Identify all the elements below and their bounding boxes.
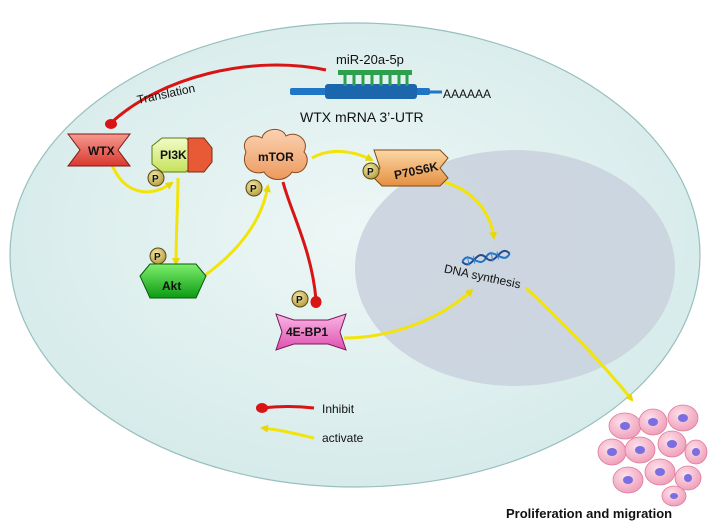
mirna-strand xyxy=(338,70,412,86)
cell-10 xyxy=(674,465,702,491)
activation-arrows xyxy=(110,149,634,402)
phospho-group-mtor: P xyxy=(245,179,263,197)
cell-8 xyxy=(612,466,644,494)
cell-9 xyxy=(644,458,676,486)
arrow-wtx-pi3k xyxy=(110,164,174,194)
legend-activate-label: activate xyxy=(322,431,364,445)
akt-node: Akt xyxy=(139,263,207,299)
phospho-label-3: P xyxy=(367,167,374,178)
phospho-group-wtx-pi3k: P xyxy=(147,169,165,187)
phospho-group-ebp1: P xyxy=(291,290,309,308)
legend-inhibit-label: Inhibit xyxy=(322,402,355,416)
mirna-label: miR-20a-5p xyxy=(336,52,404,67)
mtor-inhibit-line xyxy=(281,181,318,301)
polya-tail: AAAAAA xyxy=(443,87,491,101)
legend: Inhibit activate xyxy=(256,402,364,445)
legend-activate-arrow xyxy=(260,424,315,440)
akt-label: Akt xyxy=(162,279,181,293)
legend-inhibit-line xyxy=(261,405,315,410)
pi3k-label: PI3K xyxy=(160,148,187,162)
cell-5 xyxy=(624,436,656,464)
translation-inhibit-line xyxy=(110,63,327,124)
wtx-node: WTX xyxy=(67,133,131,167)
phospho-label-1: P xyxy=(152,174,159,185)
phospho-group-akt: P xyxy=(149,247,167,265)
arrow-mtor-p70s6k xyxy=(311,149,374,162)
arrow-pi3k-akt xyxy=(172,177,181,266)
p70s6k-node: P70S6K xyxy=(373,149,449,187)
phospho-group-p70s6k: P xyxy=(362,162,380,180)
dna-helix-icon xyxy=(461,250,511,266)
mrna-label: WTX mRNA 3’-UTR xyxy=(300,109,424,125)
translation-inhibit-head xyxy=(105,119,117,129)
arrow-p70s6k-dna xyxy=(443,180,498,240)
arrow-akt-mtor xyxy=(203,184,271,278)
phospho-label-5: P xyxy=(296,295,303,306)
cell-11 xyxy=(661,485,687,507)
mtor-node: mTOR xyxy=(244,129,308,180)
arrow-dna-outcome xyxy=(524,286,634,402)
wtx-label: WTX xyxy=(88,144,115,158)
legend-inhibit-head xyxy=(256,403,268,413)
ebp1-label: 4E-BP1 xyxy=(286,325,328,339)
phospho-label-4: P xyxy=(154,252,161,263)
outcome-label: Proliferation and migration xyxy=(506,506,672,521)
mtor-inhibit-head xyxy=(310,296,322,308)
cell-6 xyxy=(657,430,687,458)
mtor-label: mTOR xyxy=(258,150,294,164)
cell-cluster xyxy=(597,404,708,507)
cell-2 xyxy=(638,408,668,436)
nucleus xyxy=(355,150,675,386)
arrow-ebp1-dna xyxy=(343,288,474,340)
pi3k-node: PI3K xyxy=(151,137,213,173)
phospho-label-2: P xyxy=(250,184,257,195)
wtx-mrna xyxy=(290,84,442,99)
ebp1-node: 4E-BP1 xyxy=(275,313,347,351)
cell-7 xyxy=(684,439,708,465)
cell-3 xyxy=(667,404,699,432)
cell-1 xyxy=(608,412,642,440)
cell-4 xyxy=(597,438,627,466)
